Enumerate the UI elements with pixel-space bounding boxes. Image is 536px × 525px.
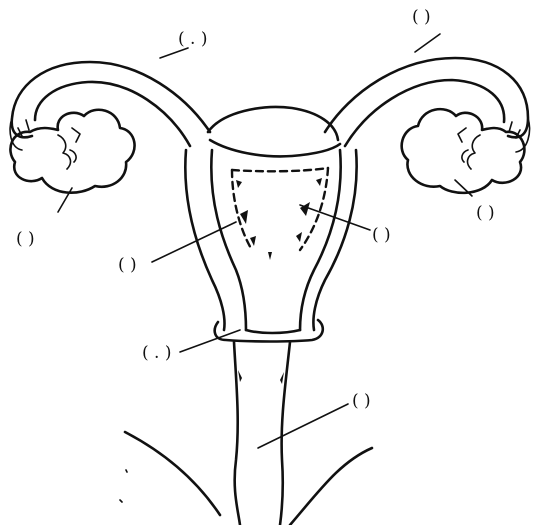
left-fallopian-tube (10, 62, 210, 150)
label-right-ovary: ( ) (476, 203, 495, 223)
leader-lines (58, 34, 472, 448)
vagina (234, 342, 290, 525)
outer-contours (120, 432, 372, 525)
uterus-fundus (208, 107, 340, 156)
uterus-body (185, 150, 356, 330)
label-cervix: ( . ) (142, 343, 171, 363)
label-left-ovary: ( ) (16, 229, 35, 249)
uterine-cavity (232, 168, 328, 260)
right-fallopian-tube (325, 58, 530, 152)
label-right-tube: ( ) (412, 7, 431, 27)
left-ovary (10, 110, 134, 193)
label-uterus-cavity: ( ) (372, 225, 391, 245)
right-ovary (402, 109, 525, 193)
label-vagina: ( ) (352, 391, 371, 411)
cervix (215, 320, 323, 342)
label-left-tube: ( . ) (178, 29, 207, 49)
label-uterus-wall: ( ) (118, 255, 137, 275)
